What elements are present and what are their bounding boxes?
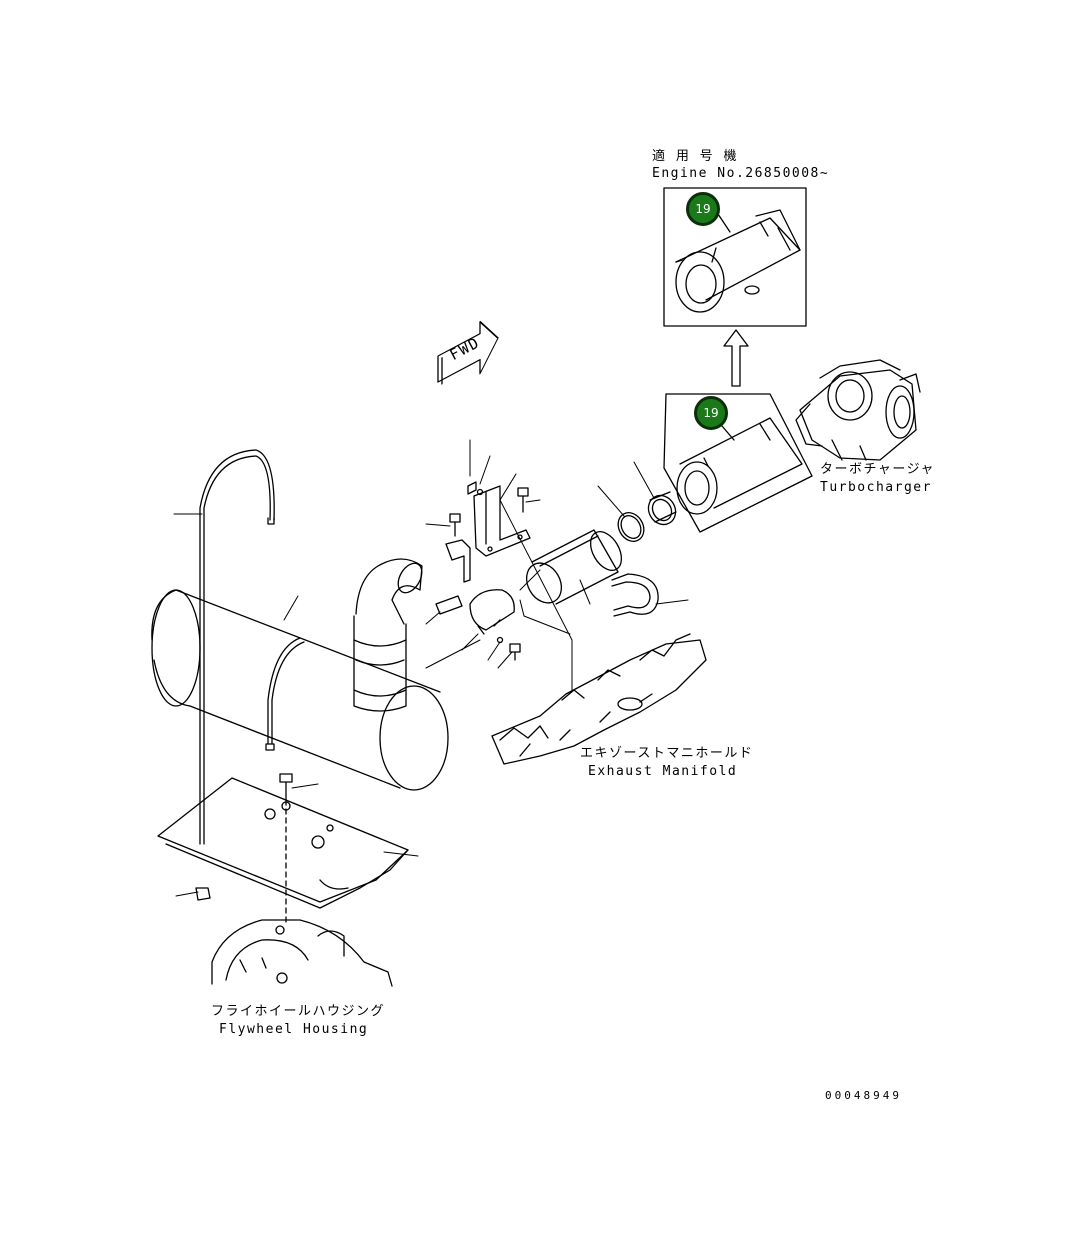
flywheel-housing-label-en: Flywheel Housing [219,1022,369,1037]
fwd-arrow-icon [437,320,499,385]
u-strap [199,449,305,845]
inset-box-middle [663,393,813,533]
turbocharger-label-jp: ターボチャージャ [820,462,935,477]
flywheel-housing-label-jp: フライホイールハウジング [211,1004,386,1019]
clamp-bracket [445,539,471,583]
u-bolt [611,573,659,617]
nut [195,887,211,901]
turbocharger-label-en: Turbocharger [820,480,932,495]
muffler [151,558,449,791]
bolt [279,773,293,801]
turbocharger-drawing [795,359,921,461]
bellows-pipe-new [675,209,801,313]
spacer-plate [435,595,463,615]
bolt [449,481,529,537]
applicable-serial-jp: 適 用 号 機 [652,149,738,164]
leader-line [717,213,731,233]
exhaust-manifold [491,633,707,765]
heat-shield [157,777,409,909]
part-callout-middle[interactable]: 19 [694,396,728,430]
inset-box-top [663,187,807,327]
leader-lines [173,439,689,897]
exhaust-manifold-label-en: Exhaust Manifold [588,764,738,779]
exhaust-pipe [525,529,623,605]
part-callout-top[interactable]: 19 [686,192,720,226]
arrow-up-icon [723,329,749,387]
bracket [473,485,531,557]
clamp-ring [617,512,645,542]
exhaust-manifold-label-jp: エキゾーストマニホールド [580,746,754,761]
leader-line [721,425,735,441]
drawing-number: 00048949 [825,1089,902,1102]
bellows-pipe-old [676,417,803,515]
gasket [647,491,677,526]
flywheel-housing [211,919,393,987]
applicable-serial-en: Engine No.26850008~ [652,166,830,181]
